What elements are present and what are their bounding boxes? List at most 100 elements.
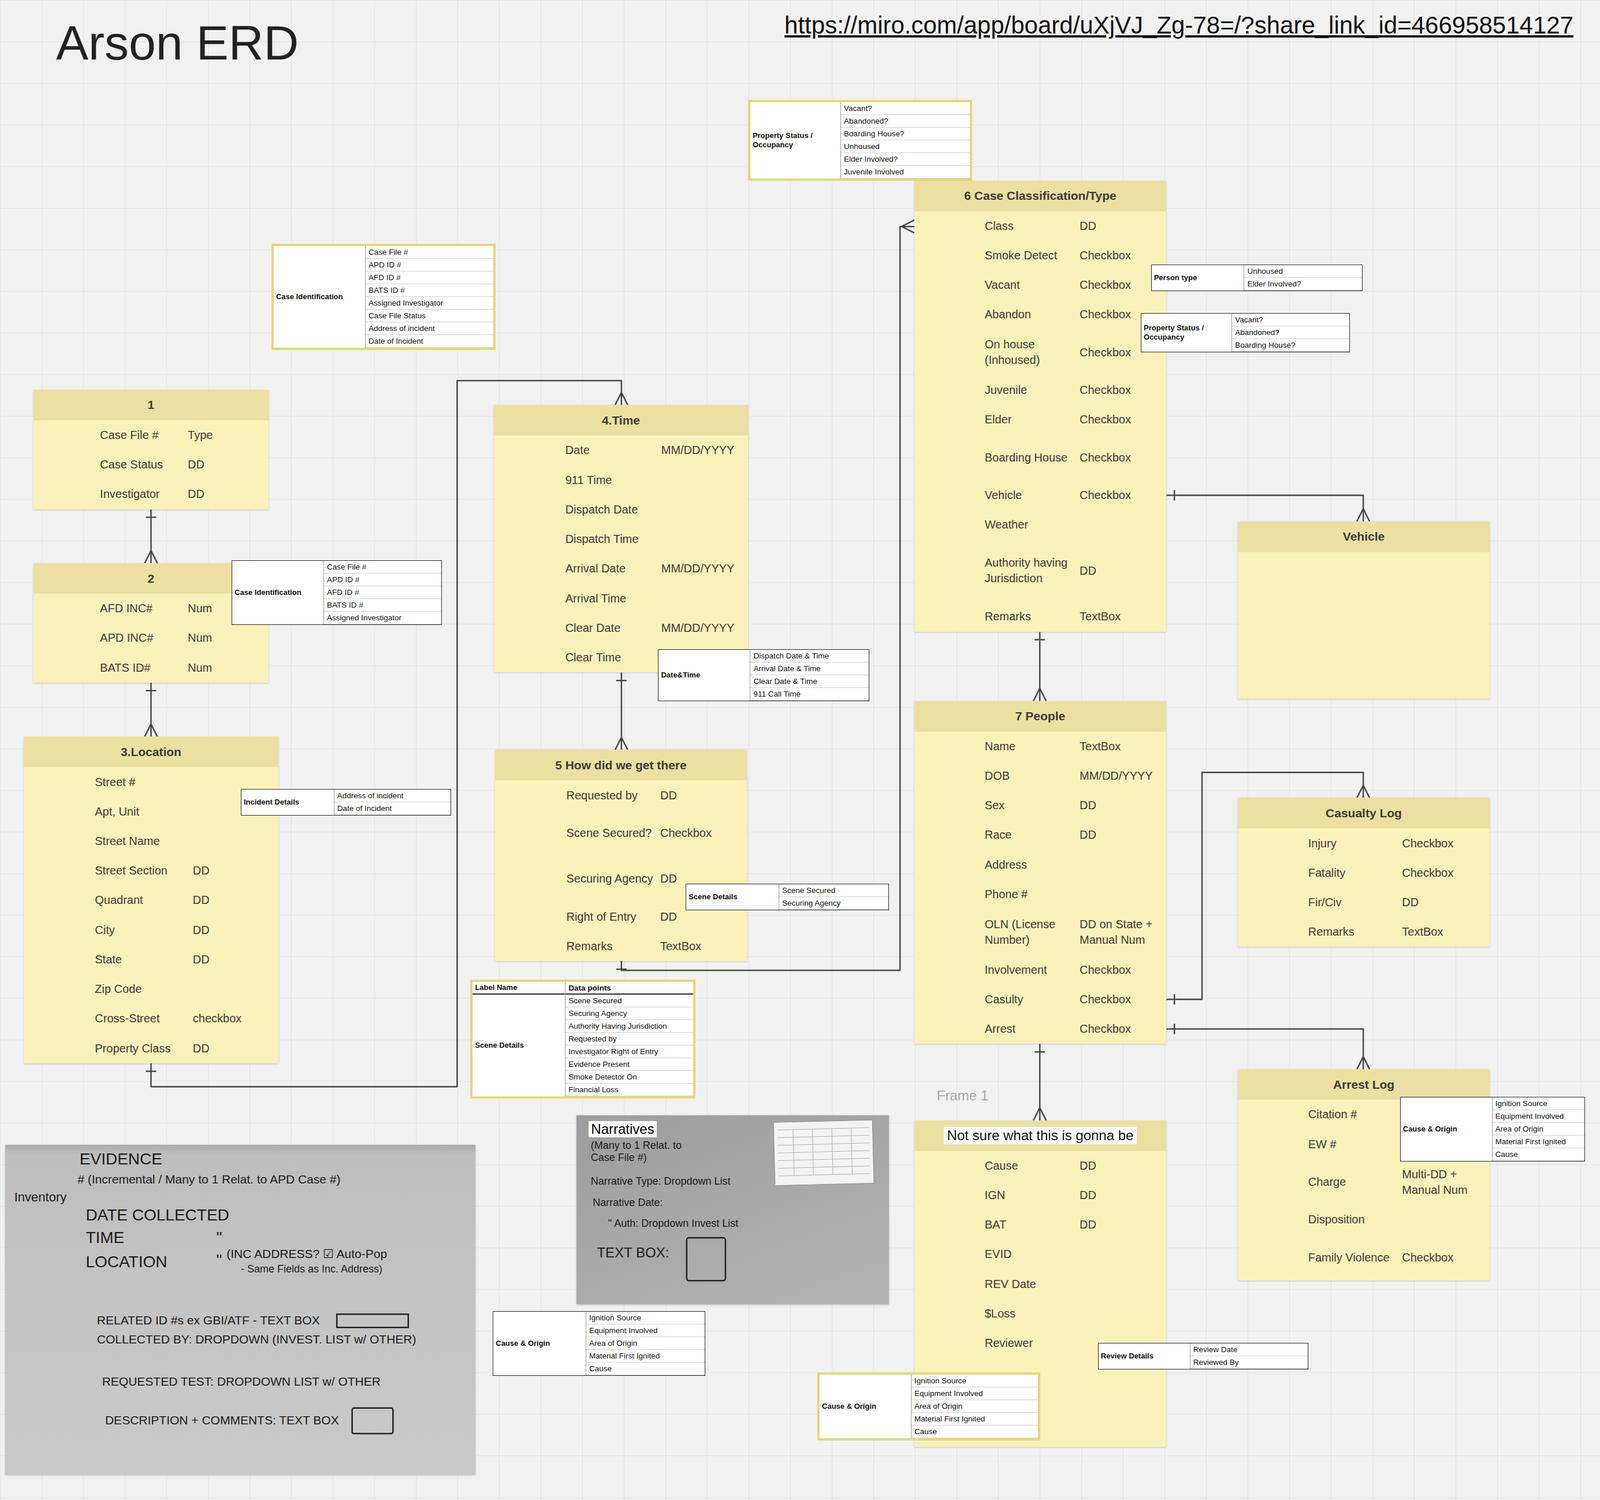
callout-title: Case Identification xyxy=(273,291,346,303)
field-name: DOB xyxy=(984,768,1074,784)
field-name: Casulty xyxy=(984,991,1074,1008)
table-header-band: Arrest Log xyxy=(1237,1069,1490,1100)
field-type: Checkbox xyxy=(1079,991,1161,1008)
callout-item: Arrival Date & Time xyxy=(750,662,869,676)
handwritten-note: Narrative Date: xyxy=(592,1196,663,1209)
entity-table: 5 How did we get thereRequested byDDScen… xyxy=(495,749,747,962)
label-cell: Property Status / Occupancy xyxy=(750,102,842,179)
items-cell: Ignition SourceEquipment InvolvedArea of… xyxy=(911,1374,1038,1439)
field-name: Street Section xyxy=(94,862,188,879)
entity-table: 6 Case Classification/TypeClassDDSmoke D… xyxy=(914,180,1167,632)
table-row: Boarding HouseCheckbox xyxy=(914,434,1167,480)
field-name: Authority having Jurisdiction xyxy=(984,555,1074,587)
label-cell: Cause & Origin xyxy=(493,1311,587,1376)
field-type: MM/DD/YYYY xyxy=(661,442,743,459)
field-type: DD xyxy=(192,1040,273,1057)
table-row: CityDD xyxy=(23,915,279,945)
page-title: Arson ERD xyxy=(56,16,299,70)
field-name: Arrival Time xyxy=(565,590,656,607)
field-type: TextBox xyxy=(1079,738,1161,755)
field-type: Checkbox xyxy=(660,825,742,842)
table-header: 7 People xyxy=(1015,709,1066,724)
label-cell: Label NameScene Details xyxy=(472,981,566,1097)
callout-item: Assigned Investigator xyxy=(365,296,494,310)
callout-item: Smoke Detector On xyxy=(565,1070,694,1084)
callout-item: Area of Origin xyxy=(1492,1122,1585,1136)
table-row: BATS ID#Num xyxy=(33,653,269,683)
table-row: REV Date xyxy=(914,1269,1167,1300)
table-row: EVID xyxy=(914,1239,1167,1270)
field-name: State xyxy=(94,951,188,968)
callout-item: Ignition Source xyxy=(911,1374,1038,1388)
handwritten-note: TIME xyxy=(85,1228,125,1248)
callout-item: Equipment Involved xyxy=(586,1324,705,1338)
field-name: $Loss xyxy=(984,1305,1074,1322)
field-type: Checkbox xyxy=(1401,865,1484,881)
callout-item: Material First Ignited xyxy=(586,1349,705,1363)
table-header: 4.Time xyxy=(601,413,640,428)
entity-table: 4.TimeDateMM/DD/YYYY911 TimeDispatch Dat… xyxy=(493,404,749,673)
label-wrap: Incident Details xyxy=(241,789,334,816)
field-name: EVID xyxy=(984,1246,1074,1263)
callout-item: Date of Incident xyxy=(334,802,451,816)
field-name: Remarks xyxy=(566,938,655,955)
field-type: DD xyxy=(192,862,273,879)
field-name: Name xyxy=(984,738,1074,755)
label-cell: Review Details xyxy=(1098,1343,1191,1369)
callout-title: Cause & Origin xyxy=(1400,1123,1460,1136)
table-header-band: Casualty Log xyxy=(1237,797,1490,829)
items-cell: Review DateReviewed By xyxy=(1190,1343,1308,1369)
table-row: Clear DateMM/DD/YYYY xyxy=(493,613,749,643)
paper-rule xyxy=(831,1128,833,1175)
field-name: Fatality xyxy=(1308,865,1397,881)
field-type: DD on State + Manual Num xyxy=(1079,916,1161,948)
callout-title: Scene Details xyxy=(686,891,740,903)
label-cell: Scene Details xyxy=(686,884,780,910)
callout-item: Elder Involved? xyxy=(841,153,970,166)
table-row: Address xyxy=(914,850,1167,880)
table-row: On house (Inhoused)Checkbox xyxy=(914,329,1167,376)
callout-item: Securing Agency xyxy=(565,1007,694,1021)
field-type: TextBox xyxy=(1079,608,1161,625)
callout-item: Cause xyxy=(911,1425,1038,1439)
callout-item: Abandoned? xyxy=(1232,326,1350,340)
label-wrap: Scene Details xyxy=(472,994,565,1097)
field-name: REV Date xyxy=(984,1276,1074,1293)
label-cell: Case Identification xyxy=(232,560,325,625)
board-link: https://miro.com/app/board/uXjVJ_Zg-78=/… xyxy=(784,11,1574,40)
text-spot: COLLECTED BY: DROPDOWN (INVEST. LIST w/ … xyxy=(97,1332,417,1347)
handwritten-note: " xyxy=(216,1251,223,1270)
callout-item: Clear Date & Time xyxy=(750,675,869,688)
callout-table: Cause & OriginIgnition SourceEquipment I… xyxy=(817,1372,1041,1441)
table-row: InvolvementCheckbox xyxy=(914,954,1167,985)
field-type: DD xyxy=(192,922,273,939)
table-row: Disposition xyxy=(1237,1204,1490,1235)
drawn-text-box xyxy=(336,1314,409,1328)
table-header: Not sure what this is gonna be xyxy=(943,1126,1138,1145)
callout-item: Evidence Present xyxy=(565,1058,694,1071)
table-header: 2 xyxy=(147,571,155,586)
table-row: RaceDD xyxy=(914,820,1167,850)
callout-title: Review Details xyxy=(1098,1350,1156,1363)
table-row: OLN (License Number)DD on State + Manual… xyxy=(914,909,1167,955)
field-type: Checkbox xyxy=(1079,487,1161,504)
column-header: Data points xyxy=(565,981,694,995)
field-type: Checkbox xyxy=(1079,962,1161,978)
field-name: Street # xyxy=(94,774,188,791)
table-row: JuvenileCheckbox xyxy=(914,375,1167,405)
text-spot: TEXT BOX: xyxy=(596,1244,669,1261)
callout-item: Date of Incident xyxy=(365,335,494,348)
field-name: Clear Time xyxy=(565,649,656,666)
field-type: Type xyxy=(187,427,263,444)
handwritten-note: " xyxy=(216,1228,223,1248)
callout-item: Case File Status xyxy=(365,309,494,323)
relationship-line xyxy=(1033,631,1047,702)
text-spot: DESCRIPTION + COMMENTS: TEXT BOX xyxy=(105,1413,340,1428)
field-name: Weather xyxy=(984,516,1074,533)
entity-table: 1Case File #TypeCase StatusDDInvestigato… xyxy=(33,389,269,510)
field-type: TextBox xyxy=(660,938,742,955)
label-wrap: Person type xyxy=(1151,265,1245,291)
table-row: $Loss xyxy=(914,1299,1167,1329)
field-name: Juvenile xyxy=(984,382,1074,398)
field-type: DD xyxy=(1079,1187,1161,1204)
